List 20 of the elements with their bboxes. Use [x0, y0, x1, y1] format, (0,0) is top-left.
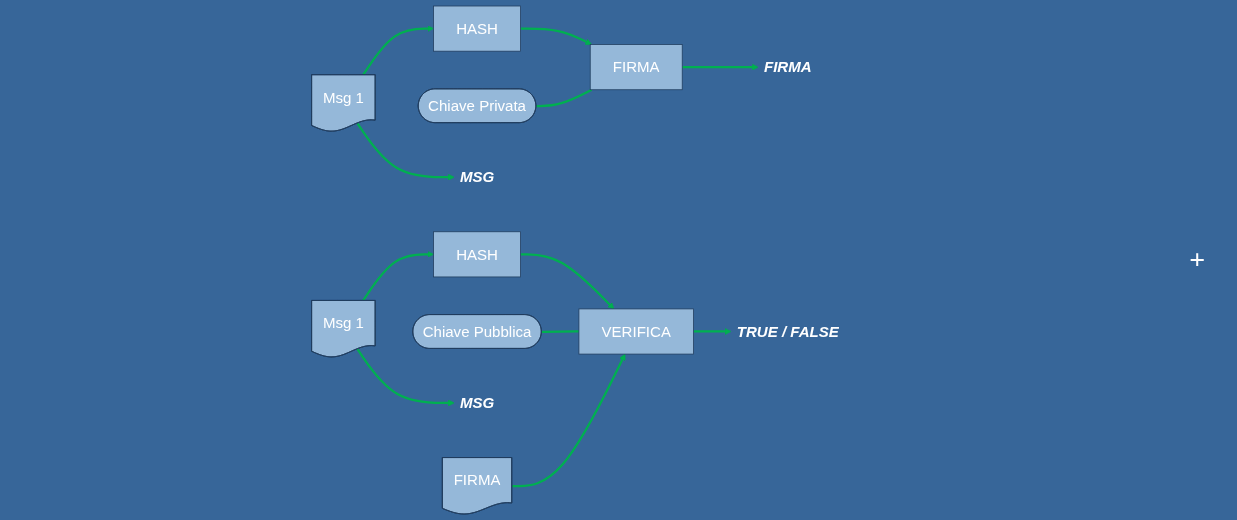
node-text: MSG: [460, 394, 495, 412]
arrow: [362, 25, 435, 76]
arrow: [512, 353, 626, 488]
arrow: [357, 122, 456, 181]
node-box: FIRMA: [590, 44, 684, 91]
connector: [542, 330, 580, 333]
arrow: [362, 251, 435, 302]
node-text: FIRMA: [764, 58, 813, 76]
node-box: VERIFICA: [579, 308, 695, 355]
arrow: [521, 253, 615, 310]
node-text: MSG: [460, 168, 495, 186]
node-box: HASH: [433, 5, 522, 52]
arrow: [521, 27, 593, 45]
node-text: TRUE / FALSE: [737, 323, 840, 340]
connector: [536, 88, 593, 108]
arrow: [682, 63, 760, 71]
node-box: HASH: [433, 231, 522, 278]
plus-sign: +: [1188, 244, 1206, 276]
arrow: [357, 348, 456, 407]
arrow: [693, 328, 732, 335]
